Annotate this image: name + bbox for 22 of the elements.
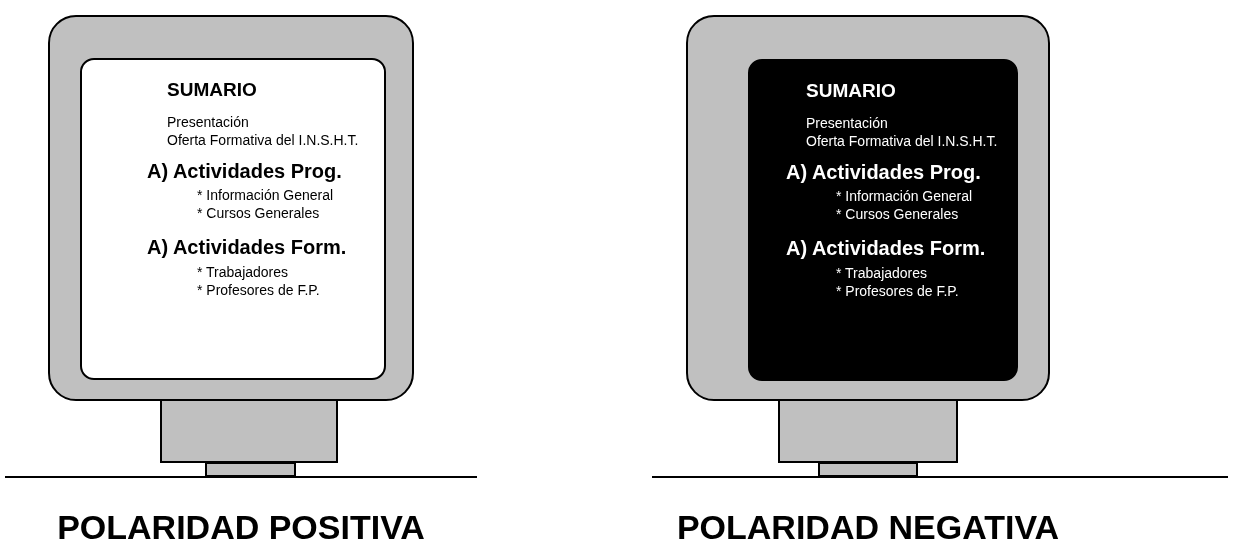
menu-text: Presentación bbox=[167, 115, 249, 131]
list-item: * Trabajadores bbox=[836, 266, 928, 282]
menu-text: Oferta Formativa del I.N.S.H.T. bbox=[167, 133, 359, 149]
menu-text: Oferta Formativa del I.N.S.H.T. bbox=[806, 134, 998, 150]
caption: POLARIDAD NEGATIVA bbox=[676, 508, 1060, 547]
list-item: * Profesores de F.P. bbox=[836, 284, 959, 300]
list-item: * Profesores de F.P. bbox=[197, 283, 320, 299]
section-heading: A) Actividades Form. bbox=[147, 236, 347, 258]
section-heading: A) Actividades Prog. bbox=[786, 161, 981, 183]
section-heading: A) Actividades Form. bbox=[786, 237, 986, 259]
list-item: * Información General bbox=[836, 189, 973, 205]
list-item: * Trabajadores bbox=[197, 265, 289, 281]
caption: POLARIDAD POSITIVA bbox=[57, 508, 425, 547]
heading: SUMARIO bbox=[806, 81, 896, 102]
list-item: * Información General bbox=[197, 188, 334, 204]
section-heading: A) Actividades Prog. bbox=[147, 160, 342, 182]
list-item: * Cursos Generales bbox=[197, 206, 320, 222]
monitor-screen bbox=[80, 58, 386, 380]
menu-text: Presentación bbox=[806, 116, 888, 132]
list-item: * Cursos Generales bbox=[836, 207, 959, 223]
heading: SUMARIO bbox=[167, 80, 257, 101]
monitor-screen bbox=[748, 59, 1018, 381]
